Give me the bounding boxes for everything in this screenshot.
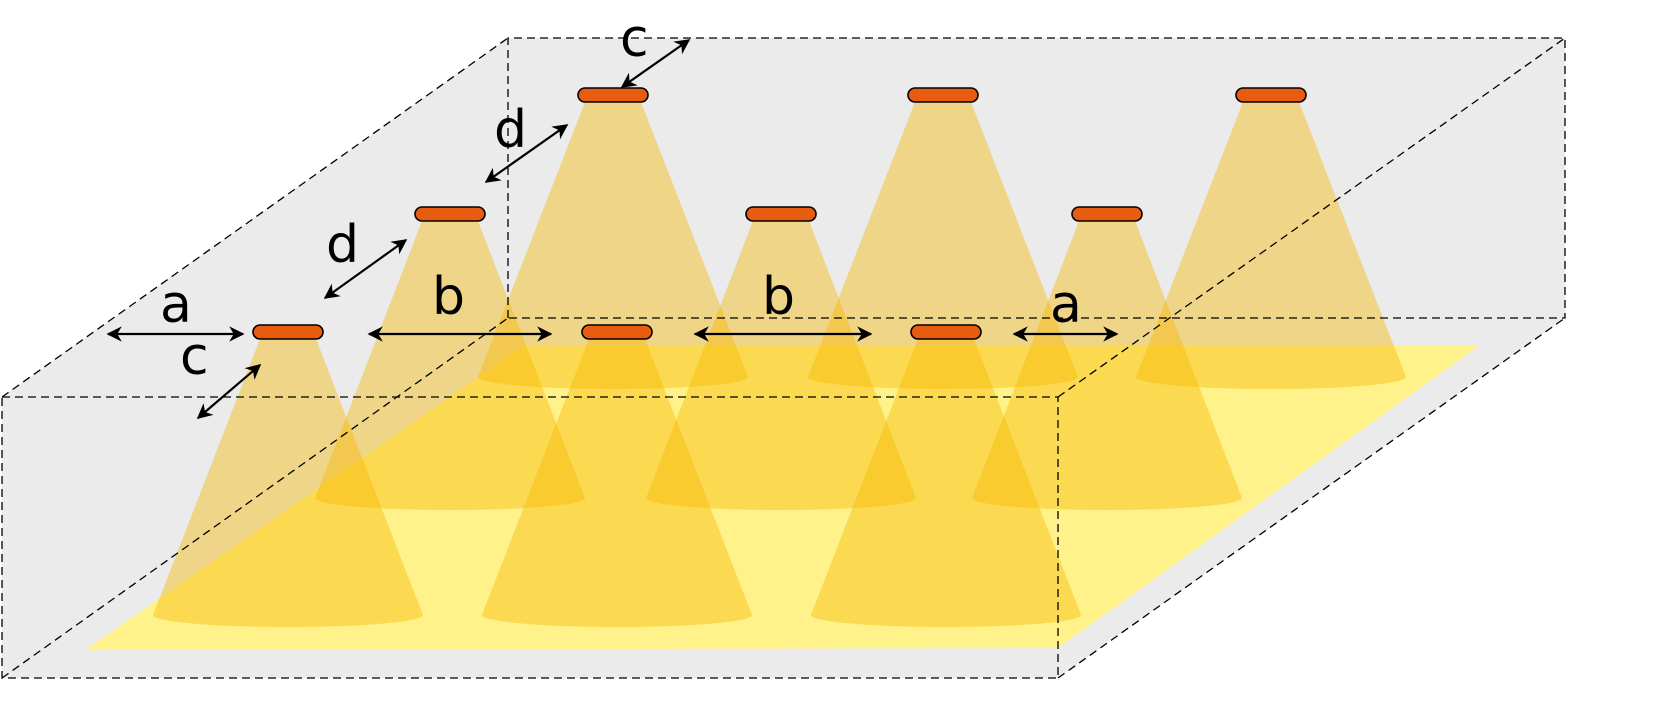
light-cone [811, 339, 1081, 627]
light-fixture [910, 324, 982, 340]
light-cone [646, 221, 916, 510]
light-fixture [745, 206, 817, 222]
arrow-c-left [196, 363, 262, 420]
light-fixture [414, 206, 486, 222]
light-fixture [1071, 206, 1143, 222]
arrow-d-lower [323, 239, 408, 299]
light-fixture [907, 87, 979, 103]
light-cone [315, 221, 585, 510]
light-fixture [581, 324, 653, 340]
light-cone [972, 221, 1242, 510]
light-cone [482, 339, 752, 627]
floor-area [85, 345, 1480, 650]
label-b-right: b [762, 267, 795, 327]
light-fixtures [252, 87, 1307, 340]
label-a-left: a [160, 275, 192, 335]
light-cone [808, 102, 1078, 389]
label-c-top: c [620, 9, 649, 69]
label-c-left: c [180, 327, 209, 387]
label-b-left: b [432, 267, 465, 327]
light-cone [153, 339, 423, 627]
light-cone [478, 102, 748, 389]
arrow-d-upper [484, 124, 569, 183]
arrow-c-top [620, 39, 691, 88]
light-fixture [1235, 87, 1307, 103]
dimension-arrows [106, 39, 1119, 420]
light-fixture [252, 324, 324, 340]
label-d-upper: d [494, 100, 527, 160]
light-fixture [577, 87, 649, 103]
label-d-lower: d [326, 215, 359, 275]
label-a-right: a [1050, 275, 1082, 335]
